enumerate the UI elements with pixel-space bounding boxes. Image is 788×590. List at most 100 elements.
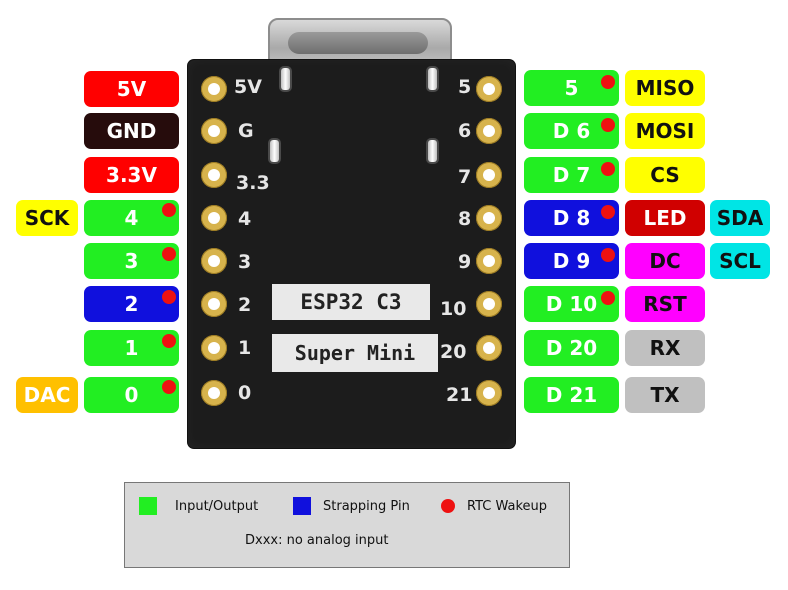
header-hole-left (201, 205, 227, 231)
pin-func-text: MOSI (635, 119, 695, 143)
header-hole-right (476, 380, 502, 406)
pin-label-text: GND (106, 119, 157, 143)
chip-label-esp32-c3: ESP32 C3 (272, 284, 430, 320)
silk-left-3: 4 (238, 208, 252, 230)
header-hole-right (476, 118, 502, 144)
status-led-icon (428, 68, 437, 90)
header-hole-left (201, 291, 227, 317)
header-hole-right (476, 291, 502, 317)
header-hole-left (201, 248, 227, 274)
silk-right-1: 6 (458, 120, 472, 142)
pin-label-d10: D 10 (524, 286, 619, 322)
silk-right-4: 9 (458, 251, 472, 273)
header-hole-right (476, 162, 502, 188)
pin-label-text: D 8 (552, 206, 591, 230)
rtc-wakeup-dot (162, 247, 176, 261)
rtc-wakeup-dot (601, 205, 615, 219)
pin-func-sck: SCK (16, 200, 78, 236)
pin-label-text: D 21 (545, 383, 598, 407)
rtc-wakeup-dot (162, 334, 176, 348)
legend-swatch-input-output (139, 497, 157, 515)
pin-label-text: 3.3V (106, 163, 157, 187)
rtc-wakeup-dot (162, 380, 176, 394)
rtc-wakeup-dot (162, 290, 176, 304)
pin-label-text: 5 (564, 76, 579, 100)
silk-right-5: 10 (440, 298, 467, 320)
legend-dot-rtc-wakeup (441, 499, 455, 513)
pin-func-led: LED (625, 200, 705, 236)
pin-label-text: D 9 (552, 249, 591, 273)
silk-left-2: 3.3 (236, 172, 270, 194)
pin-label-text: 2 (124, 292, 139, 316)
esp32-c3-board: 5V G 3.3 4 3 2 1 0 5 6 7 8 9 10 20 21 ES… (188, 60, 515, 448)
header-hole-left (201, 118, 227, 144)
rtc-wakeup-dot (601, 291, 615, 305)
chip-label-super-mini: Super Mini (272, 334, 438, 372)
legend: Input/Output Strapping Pin RTC Wakeup Dx… (124, 482, 570, 568)
pin-label-text: 0 (124, 383, 139, 407)
pin-label-d21: D 21 (524, 377, 619, 413)
pin-func-cs: CS (625, 157, 705, 193)
pin-func-text: CS (650, 163, 680, 187)
rtc-wakeup-dot (601, 118, 615, 132)
silk-right-6: 20 (440, 341, 467, 363)
pin-label-d20: D 20 (524, 330, 619, 366)
silk-right-0: 5 (458, 76, 472, 98)
led-icon (428, 140, 437, 162)
pin-label-text: 1 (124, 336, 139, 360)
pin-func-rst: RST (625, 286, 705, 322)
pin-label-text: D 20 (545, 336, 598, 360)
header-hole-right (476, 205, 502, 231)
pin-func-rx: RX (625, 330, 705, 366)
header-hole-left (201, 162, 227, 188)
pin-label-text: 5V (116, 77, 147, 101)
led-icon (270, 140, 279, 162)
pin-func-miso: MISO (625, 70, 705, 106)
pin-func-text: SDA (716, 206, 764, 230)
legend-label-strapping-pin: Strapping Pin (323, 499, 410, 514)
legend-note: Dxxx: no analog input (245, 533, 389, 548)
rtc-wakeup-dot (601, 75, 615, 89)
rtc-wakeup-dot (162, 203, 176, 217)
usb-c-port-opening (288, 32, 428, 54)
pin-func-text: RST (643, 292, 687, 316)
rtc-wakeup-dot (601, 248, 615, 262)
pin-func-text: LED (643, 206, 687, 230)
silk-left-7: 0 (238, 382, 252, 404)
silk-right-7: 21 (446, 384, 473, 406)
header-hole-right (476, 248, 502, 274)
pin-label-text: D 6 (552, 119, 591, 143)
rtc-wakeup-dot (601, 162, 615, 176)
pin-func-text: DAC (23, 383, 71, 407)
pin-func-text: DC (649, 249, 681, 273)
pin-func-dc: DC (625, 243, 705, 279)
pin-label-gnd: GND (84, 113, 179, 149)
pin-func-text: TX (650, 383, 680, 407)
header-hole-right (476, 335, 502, 361)
pin-label-3v3: 3.3V (84, 157, 179, 193)
pin-func-tx: TX (625, 377, 705, 413)
pin-func-sda: SDA (710, 200, 770, 236)
pin-func-text: SCL (719, 249, 761, 273)
legend-label-input-output: Input/Output (175, 499, 259, 514)
pin-label-text: D 7 (552, 163, 591, 187)
power-led-icon (281, 68, 290, 90)
silk-left-1: G (238, 120, 254, 142)
header-hole-right (476, 76, 502, 102)
header-hole-left (201, 380, 227, 406)
silk-left-4: 3 (238, 251, 252, 273)
silk-left-0: 5V (234, 76, 262, 98)
silk-right-2: 7 (458, 166, 472, 188)
pin-label-text: 3 (124, 249, 139, 273)
silk-right-3: 8 (458, 208, 472, 230)
header-hole-left (201, 335, 227, 361)
pin-func-dac: DAC (16, 377, 78, 413)
silk-left-5: 2 (238, 294, 252, 316)
pin-label-text: D 10 (545, 292, 598, 316)
pin-func-text: MISO (635, 76, 695, 100)
legend-label-rtc-wakeup: RTC Wakeup (467, 499, 548, 514)
pin-func-text: SCK (24, 206, 70, 230)
silk-left-6: 1 (238, 337, 252, 359)
pin-func-mosi: MOSI (625, 113, 705, 149)
